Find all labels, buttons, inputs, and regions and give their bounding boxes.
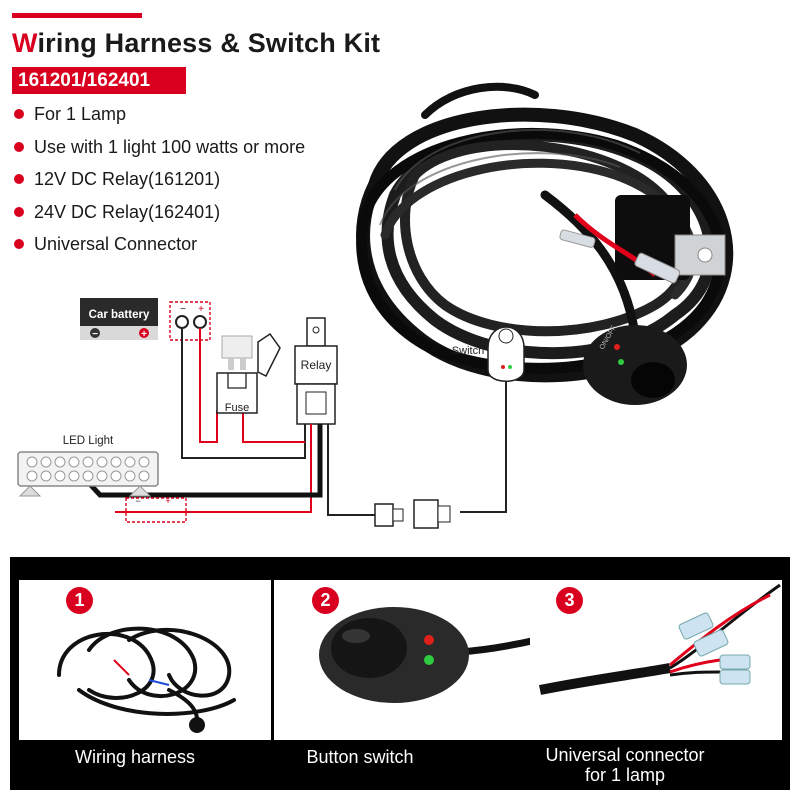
panel-button-switch xyxy=(274,580,536,740)
header-accent-rule xyxy=(12,13,142,18)
feature-text: 24V DC Relay(162401) xyxy=(34,201,221,222)
battery-positive-sign: + xyxy=(141,329,147,340)
led-light-bar-icon xyxy=(17,451,159,497)
car-battery-icon xyxy=(80,298,158,340)
panel-caption-line2: for 1 lamp xyxy=(584,765,666,785)
terminal-group-box xyxy=(169,301,211,341)
relay-icon xyxy=(294,317,338,425)
connector-plug-icon xyxy=(374,499,451,529)
panel-caption: Button switch xyxy=(306,747,414,767)
feature-item: 12V DC Relay(161201) xyxy=(14,166,305,199)
battery-label: Car battery xyxy=(89,309,150,321)
feature-item: Use with 1 light 100 watts or more xyxy=(14,134,305,167)
bullet-icon xyxy=(14,141,24,152)
terminal-negative-sign: − xyxy=(180,304,186,315)
feature-text: Universal Connector xyxy=(34,234,198,254)
title-rest: iring Harness & Switch Kit xyxy=(37,28,381,58)
page-title: Wiring Harness & Switch Kit xyxy=(12,28,380,59)
panel-wiring-harness xyxy=(19,580,271,740)
wiring-diagram: Car battery − + − + Fuse Relay Switc xyxy=(17,298,525,529)
bullet-icon xyxy=(14,109,24,119)
panel-number-badge: 2 xyxy=(312,587,339,614)
feature-text: For 1 Lamp xyxy=(34,104,127,124)
feature-text: 12V DC Relay(161201) xyxy=(34,169,221,189)
feature-item: 24V DC Relay(162401) xyxy=(14,199,305,232)
harness-product-photo: ON/OFF xyxy=(356,82,734,405)
terminal-positive-sign: + xyxy=(198,304,204,315)
switch-diagram-icon xyxy=(487,326,525,382)
relay-label: Relay xyxy=(301,358,332,372)
bullet-icon xyxy=(14,174,24,184)
panel-number-badge: 3 xyxy=(556,587,583,614)
connector-negative-sign: − xyxy=(135,496,140,506)
battery-negative-sign: − xyxy=(92,329,98,340)
panel-caption: Wiring harness xyxy=(74,747,196,767)
fuse-label: Fuse xyxy=(225,402,249,414)
fuse-icon xyxy=(216,332,281,414)
bullet-icon xyxy=(14,239,24,249)
bullet-icon xyxy=(14,206,24,217)
light-connector-box xyxy=(125,497,187,523)
connector-positive-sign: + xyxy=(165,496,170,506)
panel-number-badge: 1 xyxy=(66,587,93,614)
panel-caption-line1: Universal connector xyxy=(545,745,705,765)
led-light-label: LED Light xyxy=(63,435,114,447)
panel-caption: Universal connector for 1 lamp xyxy=(520,745,730,785)
switch-label: Switch xyxy=(452,345,484,357)
feature-item: For 1 Lamp xyxy=(14,101,305,134)
feature-list: For 1 Lamp Use with 1 light 100 watts or… xyxy=(14,101,305,264)
model-number-badge: 161201/162401 xyxy=(12,67,186,94)
ring-terminal-icon xyxy=(175,315,207,329)
feature-item: Universal Connector xyxy=(14,231,305,264)
feature-text: Use with 1 light 100 watts or more xyxy=(34,136,306,157)
panel-universal-connector xyxy=(530,580,782,740)
title-first-letter: W xyxy=(12,28,38,58)
